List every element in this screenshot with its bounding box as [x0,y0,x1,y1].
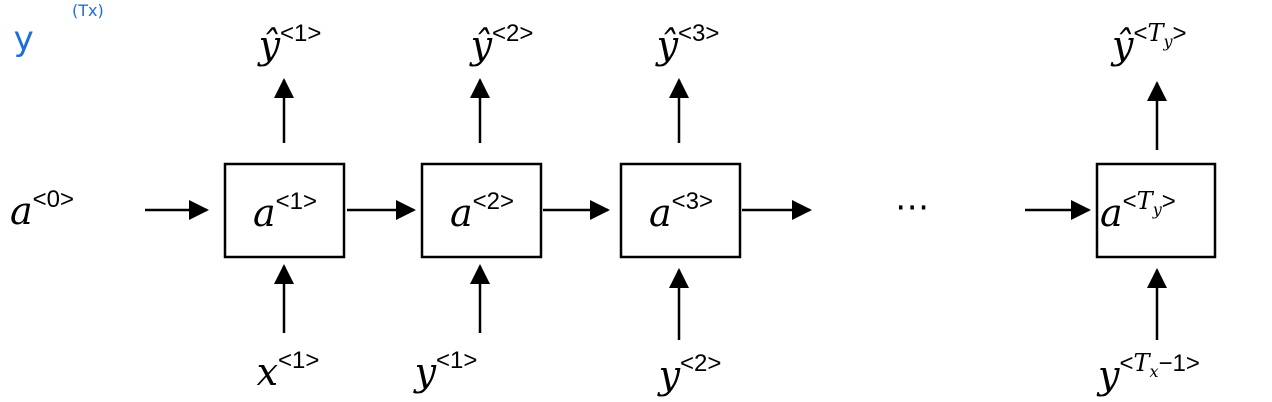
cell-1-input-label: x<1> [257,347,320,394]
cell-3-output-label: ŷ<3> [655,20,720,67]
cell-1-box [223,162,346,259]
cell-3-input-label: y<2> [657,350,722,397]
cell-3-box [619,162,742,259]
cell-2-input-label: y<1> [413,347,478,394]
rnn-cell-2: a<2> ŷ<2> y<1> [413,20,543,394]
rnn-cell-last: a<Ty> ŷ<Ty> y<Tx−1> [1095,19,1217,397]
handwritten-note-text: , y [0,19,34,59]
cell-2-activation-label: a<2> [450,188,514,235]
initial-activation-label: a<0> [10,186,74,233]
cell-last-activation-label: a<Ty> [1100,187,1176,235]
cell-last-input-label: y<Tx−1> [1096,349,1200,397]
rnn-cell-3: a<3> ŷ<3> y<2> [619,20,742,397]
cell-last-output-label: ŷ<Ty> [1110,19,1187,67]
initial-activation-sup: <0> [33,186,74,213]
cell-1-output-label: ŷ<1> [257,20,322,67]
handwritten-note: , y (Tx) [0,1,104,59]
cell-2-box [420,162,543,259]
cell-3-activation-label: a<3> [649,188,713,235]
cell-1-activation-label: a<1> [253,188,317,235]
handwritten-note-sup: (Tx) [72,1,104,20]
cell-2-output-label: ŷ<2> [469,20,534,67]
cell-last-box [1095,162,1217,259]
ellipsis: ⋯ [895,187,929,227]
initial-activation-base: a [10,189,33,233]
rnn-cell-1: a<1> ŷ<1> x<1> [223,20,346,394]
